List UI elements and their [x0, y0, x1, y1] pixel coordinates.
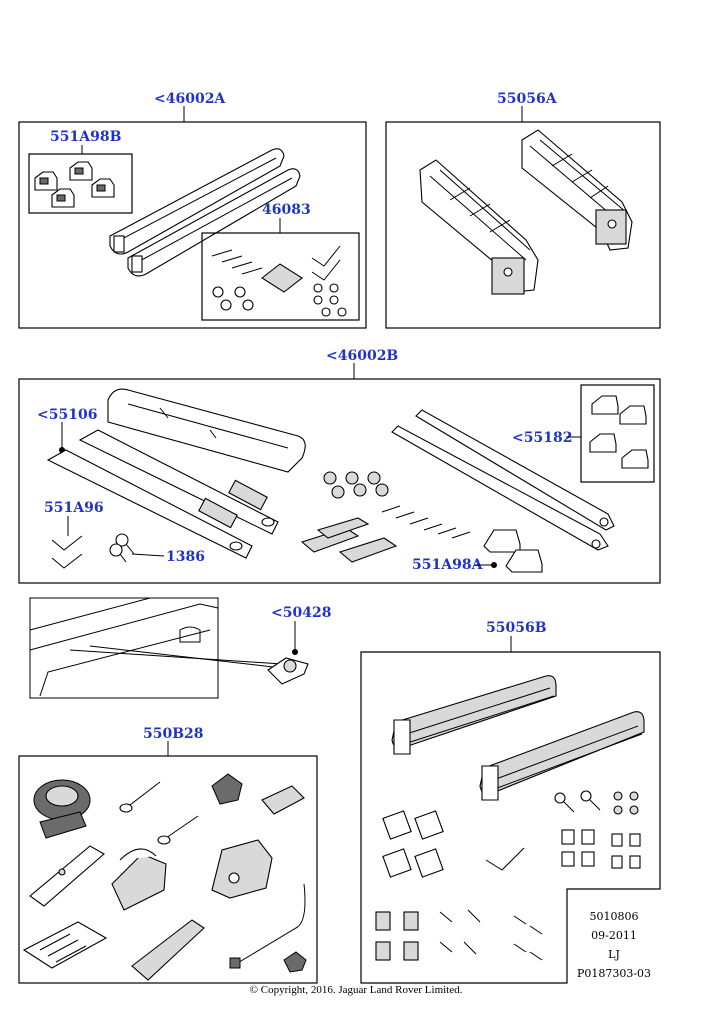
info-initials: LJ [608, 948, 620, 961]
strap-icon [229, 883, 306, 969]
manual-icon [22, 921, 108, 969]
allen-key-icon [51, 535, 83, 569]
panel-55056A [385, 121, 661, 329]
group-46002A: <46002A 551A98B 46083 [18, 91, 367, 329]
callout-551A96[interactable]: 551A96 [44, 500, 104, 516]
callout-46002A[interactable]: <46002A [154, 91, 226, 107]
mount-icon [211, 839, 273, 899]
feet-pads-icon [589, 395, 649, 469]
info-block: 5010806 09-2011 LJ P0187303-03 [577, 910, 651, 980]
bag-icon [107, 388, 306, 473]
panel-46002B [18, 378, 661, 584]
fixing-kit-icon [211, 245, 347, 317]
holder-base-icon [131, 919, 205, 981]
aero-bars-icon [46, 429, 279, 559]
subpanel-551A98B [28, 153, 133, 214]
bolt-icon [119, 781, 199, 845]
copyright-text: © Copyright, 2016. Jaguar Land Rover Lim… [250, 984, 463, 996]
group-550B28: 550B28 [18, 726, 318, 984]
info-ref: P0187303-03 [577, 967, 651, 980]
cap-icon [261, 785, 305, 815]
fixing-point-icon [267, 657, 309, 685]
panel-550B28 [18, 755, 318, 984]
foot-blocks-icon [483, 529, 543, 573]
spacers-icon [561, 791, 641, 869]
info-date: 09-2011 [591, 929, 637, 942]
group-55056B: 55056B [360, 620, 661, 984]
callout-1386[interactable]: 1386 [166, 549, 205, 565]
cross-bars-icon [109, 148, 301, 277]
callout-46083[interactable]: 46083 [262, 202, 311, 218]
callout-551A98B[interactable]: 551A98B [50, 129, 122, 145]
info-code: 5010806 [590, 910, 639, 923]
tape-roll-icon [33, 779, 91, 839]
callout-55056B[interactable]: 55056B [486, 620, 547, 636]
long-bars-icon [391, 409, 615, 551]
rubber-pads-icon [34, 161, 115, 208]
panel-55056B [360, 651, 661, 984]
ski-holders-icon [391, 675, 645, 801]
group-46002B: <46002B <55106 [18, 348, 661, 584]
ski-pads-icon [382, 810, 444, 878]
clamps-and-screws-icon [375, 909, 543, 961]
callout-46002B[interactable]: <46002B [326, 348, 398, 364]
knob-icon [211, 773, 243, 805]
group-55056A: 55056A [385, 91, 661, 329]
subpanel-46083 [201, 232, 360, 321]
keys-icon [109, 533, 135, 563]
bracket-icon [29, 845, 105, 907]
nuts-and-bolts-icon [300, 471, 471, 563]
subpanel-55182 [580, 384, 655, 483]
callout-55056A[interactable]: 55056A [497, 91, 558, 107]
group-50428: <50428 [29, 597, 331, 699]
ski-keys-icon [554, 790, 601, 813]
panel-46002A [18, 121, 367, 329]
callout-551A98A[interactable]: 551A98A [412, 557, 484, 573]
ski-carrier-icon [419, 129, 633, 295]
callout-50428[interactable]: <50428 [271, 605, 331, 621]
callout-55106[interactable]: <55106 [37, 407, 97, 423]
callout-550B28[interactable]: 550B28 [143, 726, 204, 742]
vehicle-roof-icon [29, 597, 219, 699]
callout-55182[interactable]: <55182 [512, 430, 572, 446]
holder-icon [111, 848, 167, 911]
knob-small-icon [283, 951, 307, 973]
